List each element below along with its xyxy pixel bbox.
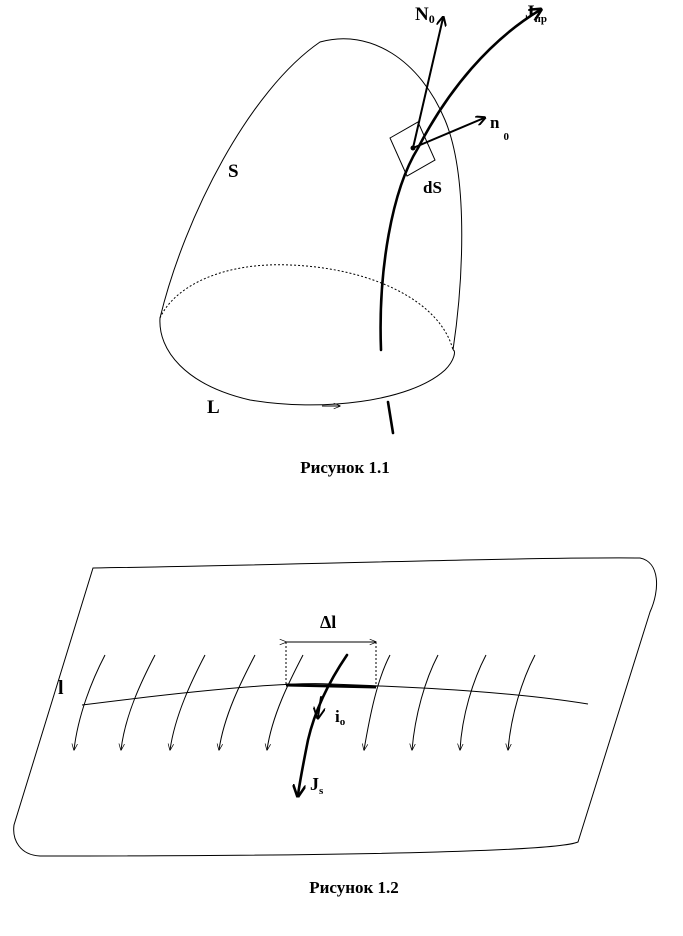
contour-l-back: [159, 264, 454, 351]
label-n0-upper: N0: [415, 4, 435, 26]
current-line-tail: [386, 400, 395, 435]
caption-figure-1-2: Рисунок 1.2: [309, 878, 399, 897]
figure-1-1: N0 Jпр n0 S dS L Рисунок 1.1: [159, 2, 547, 477]
surface-current-lines: [74, 654, 536, 750]
normal-vector-n0-lower: [412, 118, 484, 149]
label-delta-l: Δl: [320, 612, 336, 632]
surface-current-js: [298, 653, 349, 795]
label-ds: dS: [423, 178, 442, 197]
current-line-j: [379, 10, 540, 352]
label-n0-lower: n0: [490, 113, 509, 143]
caption-figure-1-1: Рисунок 1.1: [300, 458, 390, 477]
segment-delta-l: [285, 683, 377, 689]
contour-l-front: [159, 317, 455, 406]
label-i0: io: [335, 707, 346, 728]
surface-sheet-outline: [13, 557, 658, 857]
label-s: S: [228, 161, 239, 182]
surface-element-ds: [389, 121, 436, 177]
label-l-line: l: [58, 677, 64, 699]
label-l-contour: L: [207, 397, 220, 418]
label-j-pr: Jпр: [525, 2, 547, 25]
label-js: Js: [310, 774, 324, 797]
normal-vector-n0-upper: [412, 18, 443, 149]
surface-s-outline: [159, 38, 463, 351]
figure-1-2: Δl l io Js Рисунок 1.2: [13, 557, 658, 897]
point-on-surface: [410, 145, 416, 151]
